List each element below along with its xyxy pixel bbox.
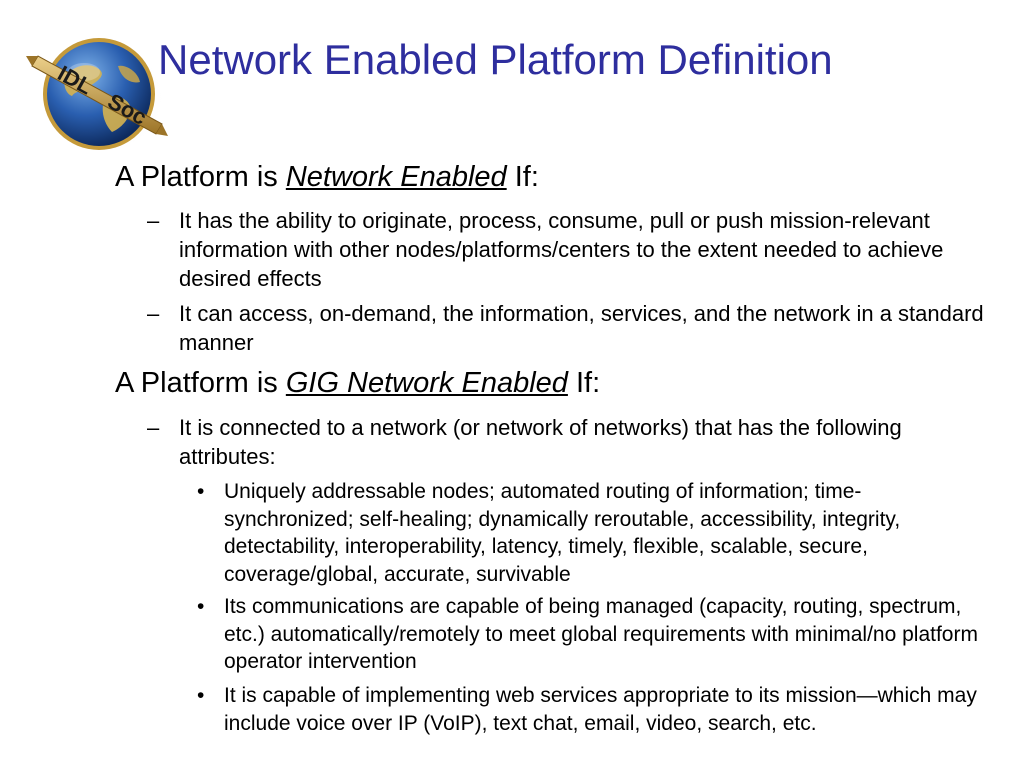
- heading-emphasis: GIG Network Enabled: [285, 367, 568, 399]
- globe-logo-icon: IDL Soc: [26, 38, 168, 156]
- heading-suffix: If:: [506, 161, 539, 193]
- dash-marker: –: [147, 415, 160, 440]
- slide-title: Network Enabled Platform Definition: [158, 36, 833, 83]
- heading-prefix: A Platform is: [115, 367, 286, 399]
- sub-list-item: • It is capable of implementing web serv…: [197, 682, 987, 737]
- sub-list-item-text: It is capable of implementing web servic…: [224, 684, 977, 735]
- bullet-marker: •: [197, 595, 205, 618]
- heading-emphasis: Network Enabled: [285, 161, 507, 193]
- list-item-text: It has the ability to originate, process…: [179, 208, 944, 291]
- sub-list-item-text: Uniquely addressable nodes; automated ro…: [224, 480, 901, 586]
- sub-list-item: • Its communications are capable of bein…: [197, 593, 987, 676]
- section-heading-2: A Platform is GIG Network Enabled If:: [115, 366, 600, 400]
- idl-soc-logo: IDL Soc: [26, 36, 172, 158]
- bullet-marker: •: [197, 480, 205, 503]
- bullet-marker: •: [197, 684, 205, 707]
- section-heading-1: A Platform is Network Enabled If:: [115, 160, 539, 194]
- list-item: – It is connected to a network (or netwo…: [147, 413, 997, 471]
- dash-marker: –: [147, 208, 160, 233]
- list-item-text: It is connected to a network (or network…: [179, 415, 902, 469]
- heading-prefix: A Platform is: [115, 161, 286, 193]
- sub-list-item-text: Its communications are capable of being …: [224, 595, 978, 673]
- list-item-text: It can access, on-demand, the informatio…: [179, 301, 984, 355]
- dash-marker: –: [147, 301, 160, 326]
- sub-list-item: • Uniquely addressable nodes; automated …: [197, 478, 987, 588]
- list-item: – It can access, on-demand, the informat…: [147, 299, 997, 357]
- list-item: – It has the ability to originate, proce…: [147, 206, 997, 293]
- heading-suffix: If:: [567, 367, 601, 399]
